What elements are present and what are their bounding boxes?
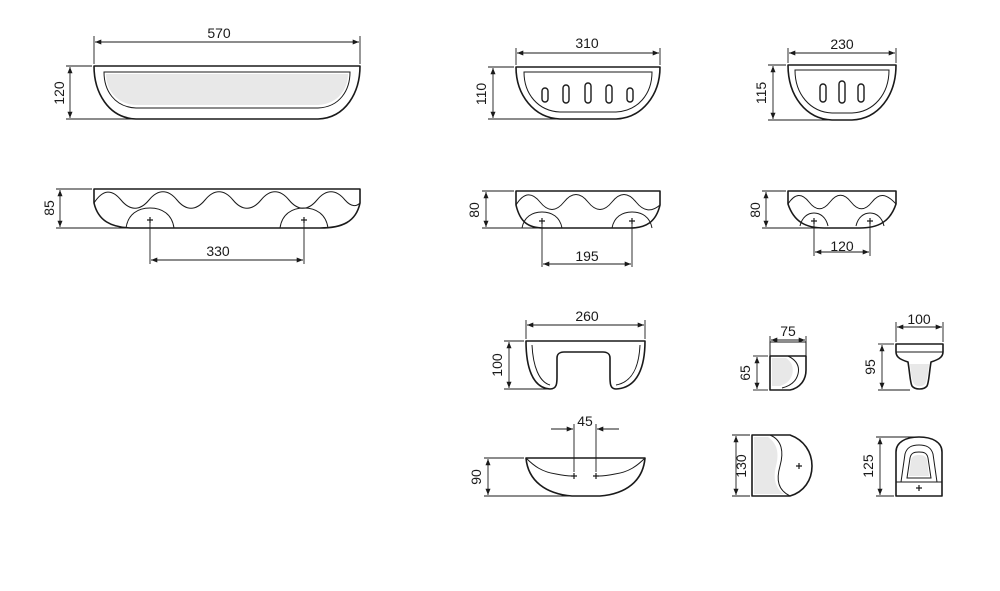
large-tray-top-view [93,65,361,120]
dimension-570: 570 [93,25,361,64]
dimension-230: 230 [787,36,897,63]
dimension-45: 45 [551,413,619,472]
dimension-125: 125 [860,436,917,497]
dimension-75: 75 [769,323,807,354]
dimension-115: 115 [753,64,830,121]
hook-side-view [769,341,807,391]
dimension-120b: 120 [813,222,871,256]
dim-label-100b: 100 [907,311,931,327]
dimension-100a: 100 [489,340,548,390]
dimension-310: 310 [515,35,661,65]
small-tray-top-view [787,64,897,121]
dim-label-120b: 120 [830,238,854,254]
medium-tray-front-view [515,190,661,229]
dim-label-75: 75 [780,323,796,339]
small-tray-front-view [787,190,897,229]
dim-label-110: 110 [473,83,489,106]
cup-front-view [895,343,944,390]
dim-label-80b: 80 [747,202,763,218]
dim-label-45: 45 [577,413,593,429]
dimension-195: 195 [541,222,633,267]
dim-label-85: 85 [41,200,57,216]
dim-label-130: 130 [733,454,749,478]
dim-label-95: 95 [862,359,878,375]
dimension-110: 110 [473,66,558,120]
dim-label-195: 195 [575,248,599,264]
dimension-120: 120 [51,65,134,120]
medium-tray-top-view [515,66,661,120]
dimension-95: 95 [862,343,910,391]
dimension-85: 85 [41,188,132,229]
dim-label-570: 570 [207,25,231,41]
dimension-65: 65 [737,355,768,391]
large-tray-front-view [93,188,361,229]
dimension-90: 90 [468,457,570,497]
dim-label-230: 230 [830,36,854,52]
dim-label-90: 90 [468,469,484,485]
dim-label-80a: 80 [466,202,482,218]
dimension-80a: 80 [466,190,542,229]
dim-label-65: 65 [737,365,753,381]
dim-label-330: 330 [206,243,230,259]
dim-label-310: 310 [575,35,599,51]
soap-holder-side-view [751,434,813,497]
dimension-330: 330 [149,222,305,264]
dim-label-120: 120 [51,81,67,105]
dim-label-125: 125 [860,454,876,478]
dimension-80b: 80 [747,190,822,229]
dim-label-115: 115 [753,82,769,105]
dimension-100b: 100 [895,311,944,342]
dim-label-260: 260 [575,308,599,324]
holder-front-view [895,436,943,497]
corner-tray-front-view [525,457,646,497]
dim-label-100a: 100 [489,353,505,377]
corner-tray-top-view [525,340,646,390]
dimension-130: 130 [732,434,750,497]
dimension-260: 260 [525,308,646,339]
